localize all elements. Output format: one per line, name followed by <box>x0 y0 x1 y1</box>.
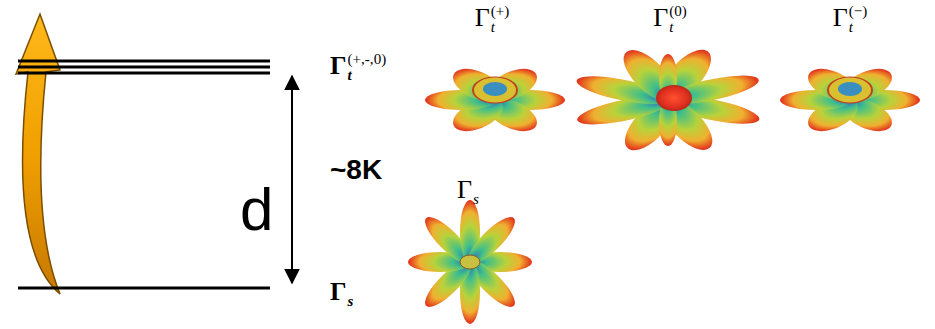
symbol: Γ <box>330 277 347 306</box>
symbol: Γ <box>457 175 472 204</box>
superscript: (−) <box>849 4 868 20</box>
orbital-singlet <box>408 200 532 324</box>
subscript: s <box>348 294 354 310</box>
indices: (−)t <box>849 4 868 36</box>
superscript: ​ <box>473 176 479 192</box>
subscript: t <box>669 20 687 36</box>
level-label: Γ(+,-,0)t <box>330 52 386 84</box>
transition-arrow <box>16 14 60 294</box>
symbol: Γ <box>653 3 668 32</box>
level-label: Γ​s <box>457 176 479 208</box>
symbol: Γ <box>330 51 347 80</box>
symbol: Γ <box>833 3 848 32</box>
orbital-zero <box>570 46 765 153</box>
subscript: t <box>348 68 387 84</box>
gap-value: ~8K <box>330 156 382 184</box>
indices: ​s <box>348 278 354 310</box>
subscript: s <box>473 192 479 208</box>
level-label: Γ(+)t <box>475 4 510 36</box>
superscript: (+,-,0) <box>348 52 387 68</box>
superscript: (+) <box>491 4 510 20</box>
superscript: (0) <box>669 4 687 20</box>
indices: (+)t <box>491 4 510 36</box>
symbol: Γ <box>475 3 490 32</box>
level-label: Γ​s <box>330 278 353 310</box>
indices: (0)t <box>669 4 687 36</box>
orbital-plus <box>425 65 565 136</box>
gap-symbol: d <box>240 180 273 240</box>
subscript: t <box>491 20 510 36</box>
indices: ​s <box>473 176 479 208</box>
level-label: Γ(−)t <box>833 4 868 36</box>
energy-levels <box>18 61 270 288</box>
gap-arrow <box>291 76 293 283</box>
orbital-minus <box>780 65 920 136</box>
indices: (+,-,0)t <box>348 52 387 84</box>
level-label: Γ(0)t <box>653 4 687 36</box>
subscript: t <box>849 20 868 36</box>
superscript: ​ <box>348 278 354 294</box>
